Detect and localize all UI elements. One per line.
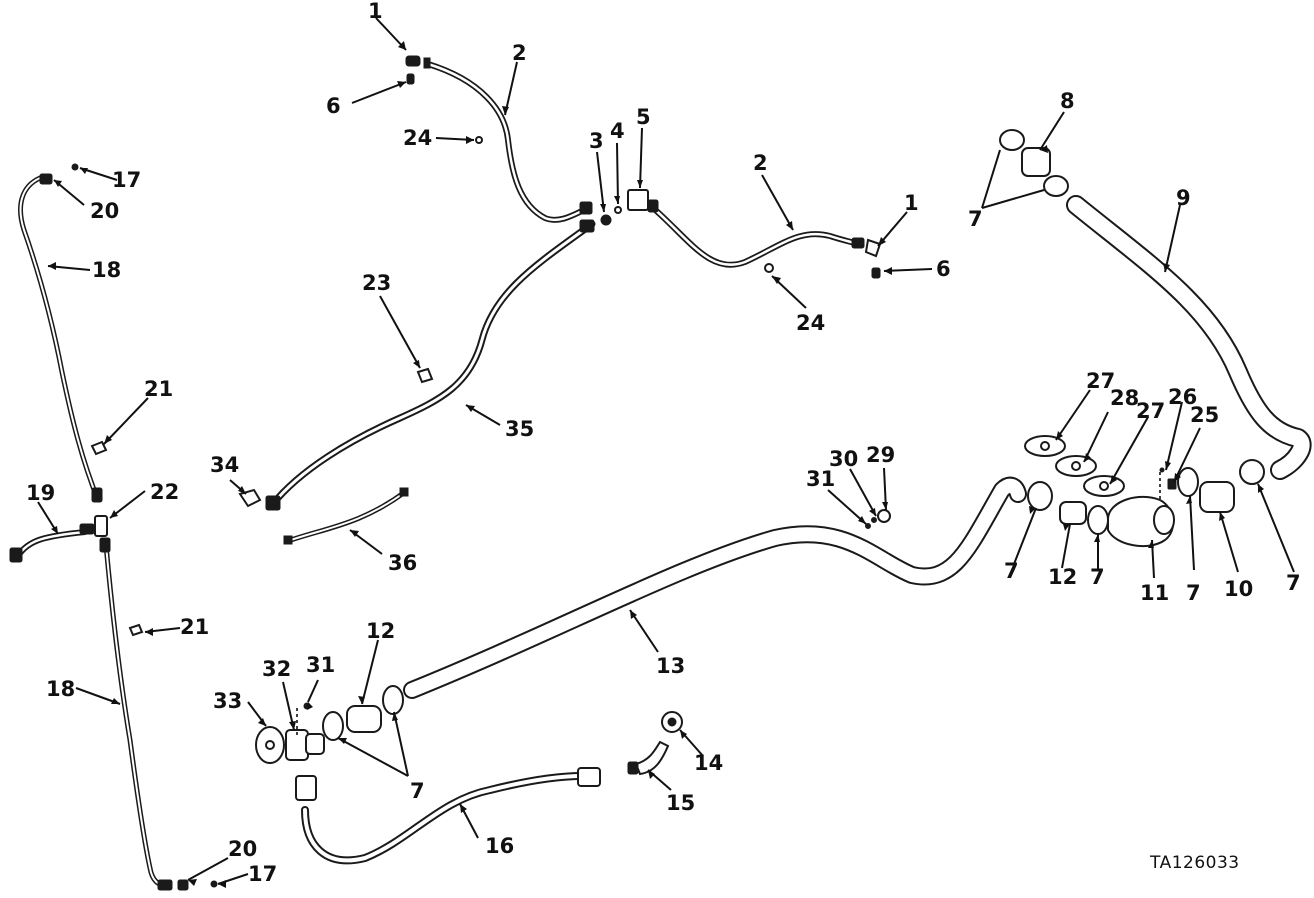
callout-21: 21 — [180, 615, 209, 639]
callout-2: 2 — [753, 151, 768, 175]
callout-29: 29 — [866, 443, 895, 467]
callout-16: 16 — [485, 834, 514, 858]
callout-18: 18 — [46, 677, 75, 701]
callout-22: 22 — [150, 480, 179, 504]
callout-numbers: 1 2 6 24 3 4 5 2 1 6 24 8 7 9 17 20 18 2… — [26, 0, 1301, 886]
callout-26: 26 — [1168, 385, 1197, 409]
callout-2: 2 — [512, 41, 527, 65]
callout-23: 23 — [362, 271, 391, 295]
callout-15: 15 — [666, 791, 695, 815]
callout-34: 34 — [210, 453, 239, 477]
callout-7: 7 — [1286, 571, 1301, 595]
callout-7: 7 — [1004, 559, 1019, 583]
figure-id: TA126033 — [1149, 853, 1240, 873]
callout-18: 18 — [92, 258, 121, 282]
hose-19 — [15, 529, 88, 559]
callout-7: 7 — [1090, 565, 1105, 589]
callout-5: 5 — [636, 105, 651, 129]
callout-13: 13 — [656, 654, 685, 678]
callout-10: 10 — [1224, 577, 1253, 601]
callout-25: 25 — [1190, 403, 1219, 427]
callout-1: 1 — [904, 191, 919, 215]
callout-1: 1 — [368, 0, 383, 23]
tube-35 — [268, 220, 596, 509]
callout-17: 17 — [248, 862, 277, 886]
callout-27: 27 — [1086, 369, 1115, 393]
callout-3: 3 — [589, 129, 604, 153]
hose-16 — [301, 772, 586, 865]
callout-24: 24 — [403, 126, 432, 150]
callout-20: 20 — [90, 199, 119, 223]
callout-17: 17 — [112, 168, 141, 192]
callout-36: 36 — [388, 551, 417, 575]
callout-20: 20 — [228, 837, 257, 861]
callout-4: 4 — [610, 119, 625, 143]
callout-11: 11 — [1140, 581, 1169, 605]
callout-35: 35 — [505, 417, 534, 441]
pipe-13 — [403, 476, 1027, 699]
callout-6: 6 — [936, 257, 951, 281]
callout-12: 12 — [366, 619, 395, 643]
callout-7: 7 — [968, 207, 983, 231]
callout-30: 30 — [829, 447, 858, 471]
tube-18-upper — [18, 175, 101, 503]
callout-9: 9 — [1176, 186, 1191, 210]
callout-31: 31 — [806, 467, 835, 491]
leader-lines — [37, 17, 1295, 885]
callout-24: 24 — [796, 311, 825, 335]
fittings — [9, 55, 1265, 891]
callout-32: 32 — [262, 657, 291, 681]
callout-7: 7 — [410, 779, 425, 803]
tube-18-lower — [103, 542, 171, 889]
callout-14: 14 — [694, 751, 723, 775]
callout-19: 19 — [26, 481, 55, 505]
tube-2-upper — [425, 61, 591, 223]
callout-6: 6 — [326, 94, 341, 118]
callout-12: 12 — [1048, 565, 1077, 589]
callout-28: 28 — [1110, 386, 1139, 410]
hose-36 — [285, 489, 408, 544]
tube-2-right — [649, 204, 861, 268]
callout-33: 33 — [213, 689, 242, 713]
pipe-9 — [1066, 195, 1312, 480]
leader-arrowheads — [48, 41, 1264, 888]
callout-21: 21 — [144, 377, 173, 401]
callout-8: 8 — [1060, 89, 1075, 113]
callout-27: 27 — [1136, 399, 1165, 423]
callout-31: 31 — [306, 653, 335, 677]
callout-7: 7 — [1186, 581, 1201, 605]
